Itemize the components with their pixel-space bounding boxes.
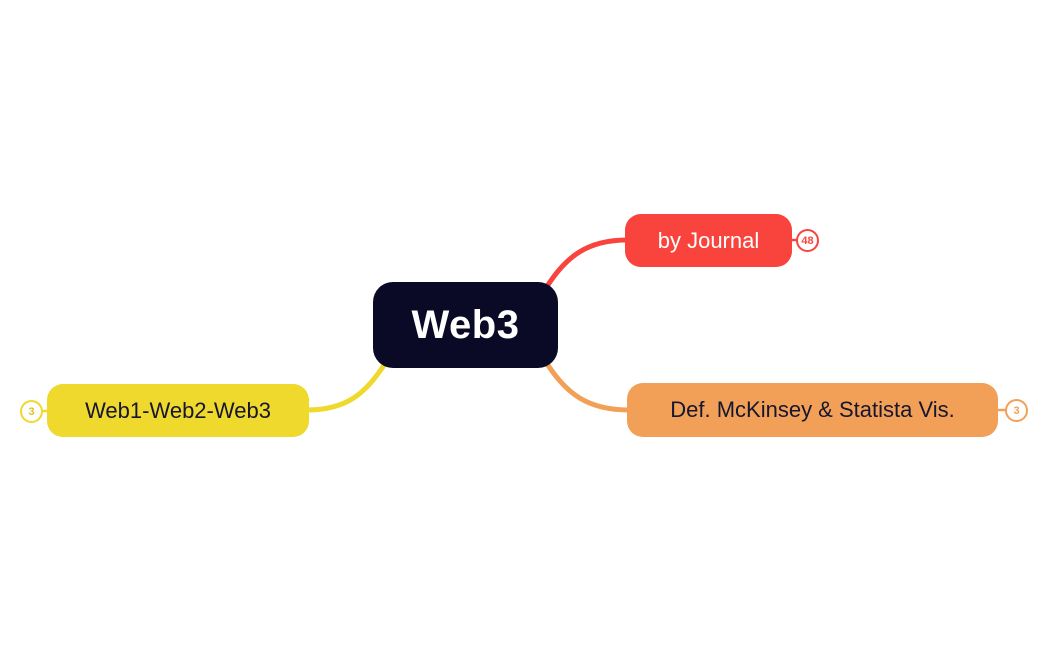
root-node-web3[interactable]: Web3 bbox=[373, 282, 558, 368]
branch-node-def-mckinsey[interactable]: Def. McKinsey & Statista Vis. bbox=[627, 383, 998, 437]
branch-node-label: by Journal bbox=[657, 227, 760, 253]
connector-root-to-def-mckinsey bbox=[543, 359, 632, 413]
connector-root-to-web1-web2-web3 bbox=[304, 359, 389, 413]
badge-count: 3 bbox=[1013, 404, 1020, 417]
collapsed-count-badge-by-journal[interactable]: 48 bbox=[796, 229, 819, 252]
connector-root-to-by-journal bbox=[543, 237, 630, 291]
collapsed-count-badge-def-mckinsey[interactable]: 3 bbox=[1005, 399, 1028, 422]
branch-node-label: Web1-Web2-Web3 bbox=[85, 397, 271, 423]
branch-node-by-journal[interactable]: by Journal bbox=[625, 214, 792, 267]
badge-count: 3 bbox=[28, 405, 35, 418]
collapsed-count-badge-web1-web2-web3[interactable]: 3 bbox=[20, 400, 43, 423]
branch-node-web1-web2-web3[interactable]: Web1-Web2-Web3 bbox=[47, 384, 309, 437]
badge-count: 48 bbox=[801, 234, 814, 247]
root-node-label: Web3 bbox=[411, 302, 520, 347]
branch-node-label: Def. McKinsey & Statista Vis. bbox=[670, 397, 955, 422]
